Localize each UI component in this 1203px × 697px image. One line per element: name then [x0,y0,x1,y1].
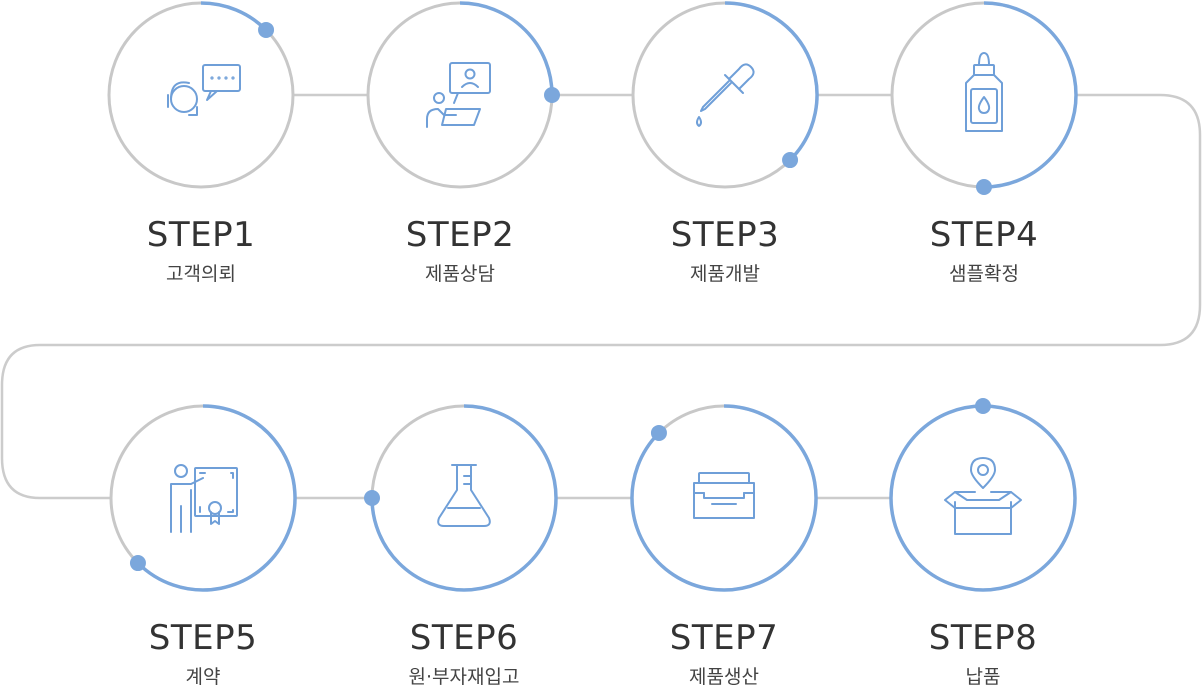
progress-dot [129,555,146,572]
step-ring [890,1,1078,195]
connector-path [0,93,1202,500]
step-label-4: STEP4 샘플확정 [864,215,1104,287]
progress-dot [975,398,991,414]
step-ring [889,398,1077,592]
progress-dot [976,179,992,195]
progress-dot [782,152,799,169]
progress-dot [544,87,560,103]
step-title: STEP2 [405,215,515,255]
step-ring [366,1,560,189]
step-ring [631,1,819,189]
step-label-6: STEP6 원·부자재입고 [344,618,584,690]
step-subtitle: 샘플확정 [949,263,1019,285]
progress-dot [364,490,380,506]
step-subtitle: 납품 [965,666,1001,688]
step-ring [364,404,558,592]
step-subtitle: 계약 [185,666,221,688]
step-title: STEP1 [146,215,256,255]
step-subtitle: 제품상담 [425,263,495,285]
dropper-icon [696,63,755,127]
step-title: STEP5 [148,618,258,658]
step-label-8: STEP8 납품 [863,618,1103,690]
step-title: STEP7 [669,618,779,658]
consultation-chat-icon [167,64,241,116]
progress-dot [258,21,275,38]
step-label-1: STEP1 고객의뢰 [81,215,321,287]
contract-presentation-icon [170,464,238,533]
step-subtitle: 원·부자재입고 [408,666,520,688]
video-consult-icon [426,62,491,128]
step-label-2: STEP2 제품상담 [340,215,580,287]
serum-bottle-icon [965,52,1003,132]
step-subtitle: 제품생산 [689,666,759,688]
step-title: STEP6 [409,618,519,658]
step-label-5: STEP5 계약 [83,618,323,690]
step-label-3: STEP3 제품개발 [605,215,845,287]
progress-arc [370,404,558,592]
progress-arc [724,1,819,162]
progress-dot [650,424,667,441]
step-title: STEP3 [670,215,780,255]
progress-arc [983,1,1078,189]
flask-icon [437,464,491,527]
step-title: STEP8 [928,618,1038,658]
step-ring [107,1,295,189]
production-machine-icon [693,472,755,519]
step-ring [109,404,297,592]
progress-arc [459,1,554,96]
step-subtitle: 고객의뢰 [166,263,236,285]
progress-arc [136,404,297,592]
delivery-box-icon [944,457,1022,535]
step-title: STEP4 [929,215,1039,255]
step-label-7: STEP7 제품생산 [604,618,844,690]
progress-arc [630,404,818,592]
step-subtitle: 제품개발 [690,263,760,285]
